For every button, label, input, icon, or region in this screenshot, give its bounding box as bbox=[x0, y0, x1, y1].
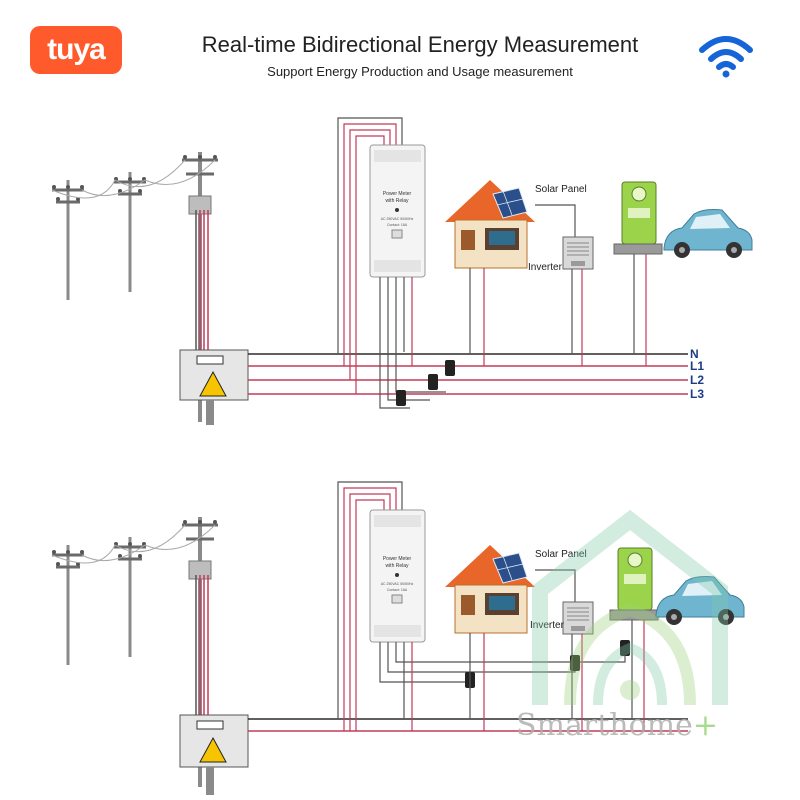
car-icon bbox=[663, 209, 753, 259]
bus-label-n: N bbox=[690, 347, 699, 361]
inverter-label: Inverter bbox=[530, 620, 565, 631]
bus-label-l3: L3 bbox=[690, 387, 704, 401]
meter-spec-2: Contact: 16A bbox=[387, 588, 408, 592]
ct-clamp bbox=[396, 390, 406, 406]
power-meter: Power Meter with Relay AC 250VAC 50/60Hz… bbox=[369, 144, 426, 278]
bottom-diagram: Power Meter with Relay AC 250VAC 50/60Hz… bbox=[50, 481, 745, 795]
solar-panel-label: Solar Panel bbox=[535, 184, 587, 195]
top-diagram: N L1 L2 L3 Power Meter with Relay AC 250… bbox=[50, 117, 753, 425]
bus-label-l2: L2 bbox=[690, 373, 704, 387]
wifi-icon bbox=[699, 36, 753, 78]
meter-spec-1: AC 250VAC 50/60Hz bbox=[381, 582, 414, 586]
meter-label-1: Power Meter bbox=[383, 556, 412, 562]
ct-clamp bbox=[445, 360, 455, 376]
meter-label-1: Power Meter bbox=[383, 191, 412, 197]
inverter-label: Inverter bbox=[528, 262, 563, 273]
power-pole bbox=[112, 170, 148, 294]
power-meter: Power Meter with Relay AC 250VAC 50/60Hz… bbox=[369, 509, 426, 643]
meter-spec-2: Contact: 16A bbox=[387, 223, 408, 227]
watermark-logo bbox=[532, 509, 728, 706]
meter-spec-1: AC 250VAC 50/60Hz bbox=[381, 217, 414, 221]
house-icon bbox=[444, 179, 536, 269]
page-title: Real-time Bidirectional Energy Measureme… bbox=[201, 32, 639, 57]
tuya-logo: tuya bbox=[30, 26, 122, 74]
bus-label-l1: L1 bbox=[690, 359, 704, 373]
page-subtitle: Support Energy Production and Usage meas… bbox=[267, 64, 573, 79]
meter-label-2: with Relay bbox=[385, 198, 409, 204]
power-pole bbox=[112, 535, 148, 659]
solar-panel-label: Solar Panel bbox=[535, 549, 587, 560]
warning-icon bbox=[199, 736, 227, 763]
ev-charger-icon bbox=[613, 181, 663, 255]
tuya-logo-text: tuya bbox=[47, 33, 106, 66]
ct-clamp bbox=[428, 374, 438, 390]
warning-icon bbox=[199, 370, 227, 397]
meter-label-2: with Relay bbox=[385, 563, 409, 569]
watermark-text: Smarthome+ bbox=[516, 708, 719, 743]
house-icon bbox=[444, 544, 536, 634]
inverter-icon bbox=[562, 236, 594, 270]
